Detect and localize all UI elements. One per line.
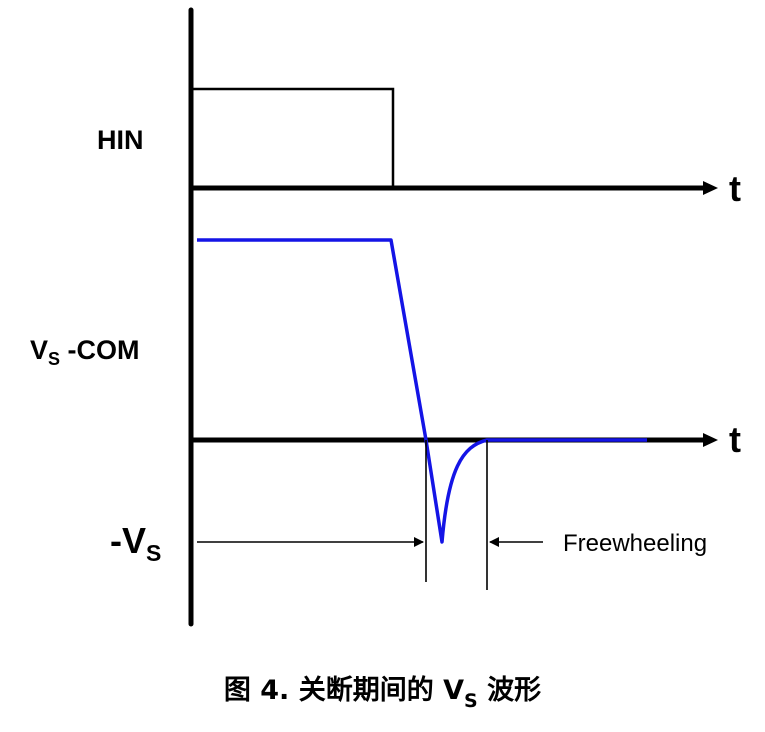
vs-com-axis-t-label: t xyxy=(729,419,741,460)
neg-vs-label-main: -V xyxy=(110,520,146,561)
vs-com-label-rest: -COM xyxy=(60,335,139,365)
vs-com-label-main: V xyxy=(30,335,48,365)
freewheeling-label: Freewheeling xyxy=(563,530,707,557)
caption-v: V xyxy=(443,675,465,706)
hin-pulse xyxy=(191,87,395,188)
vs-com-time-axis-arrow xyxy=(703,433,718,447)
hin-axis-t-label: t xyxy=(729,168,741,209)
figure-caption: 图 4. 关断期间的 VS 波形 xyxy=(0,668,765,712)
caption-subscript: S xyxy=(464,690,478,712)
neg-vs-label: -VS xyxy=(110,520,161,566)
vs-com-label: VS -COM xyxy=(30,335,140,369)
hin-time-axis-arrow xyxy=(703,181,718,195)
vs-com-waveform xyxy=(197,238,647,544)
neg-vs-label-subscript: S xyxy=(146,540,161,566)
hin-label: HIN xyxy=(97,125,144,155)
vs-com-label-subscript: S xyxy=(48,349,60,369)
caption-prefix: 图 4. 关断期间的 xyxy=(223,675,444,706)
caption-suffix: 波形 xyxy=(477,675,542,706)
